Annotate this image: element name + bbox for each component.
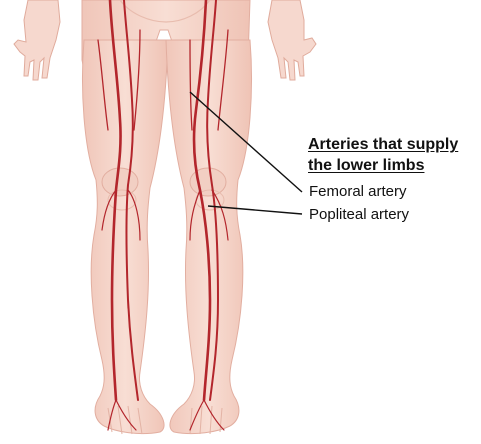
annotation-title-line-1: Arteries that supply [308, 134, 478, 155]
popliteal-artery-label: Popliteal artery [309, 206, 409, 224]
left-hand [14, 0, 60, 80]
annotation-title: Arteries that supply the lower limbs [308, 134, 478, 176]
left-leg [83, 40, 169, 434]
annotation-title-line-2: the lower limbs [308, 155, 478, 176]
right-hand [268, 0, 316, 80]
femoral-artery-label: Femoral artery [309, 183, 407, 201]
